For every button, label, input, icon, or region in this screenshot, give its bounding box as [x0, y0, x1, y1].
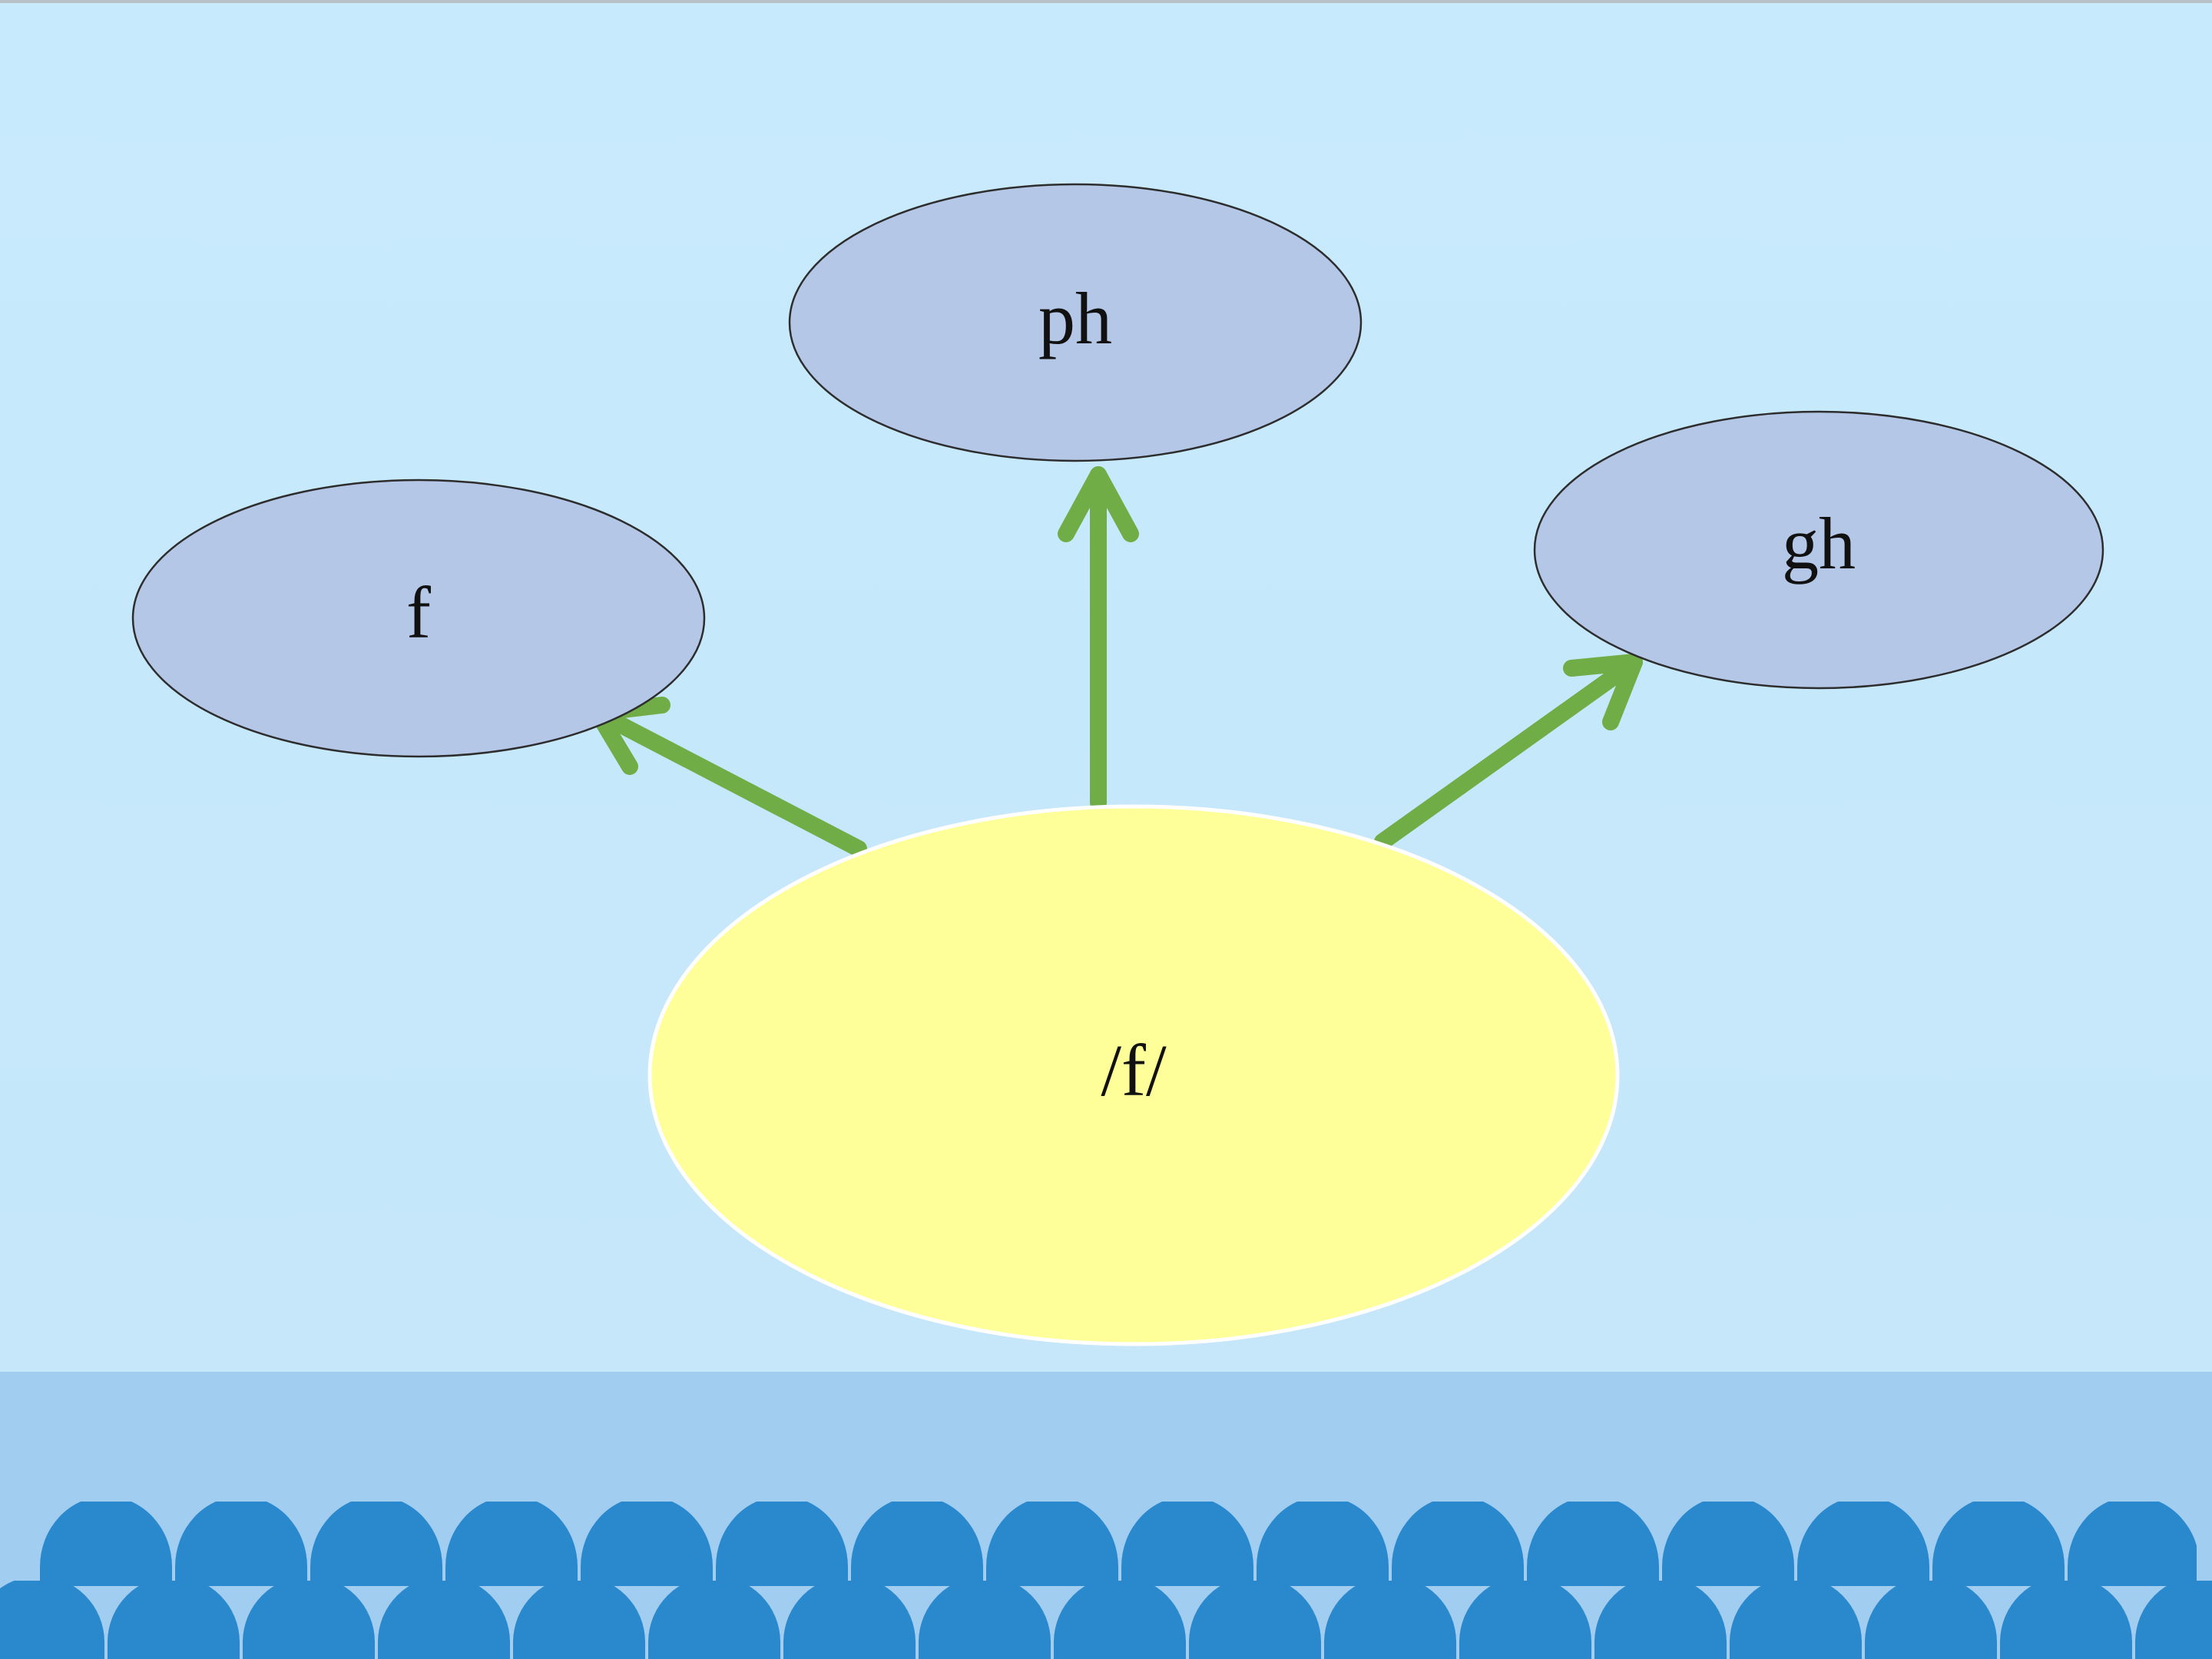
scallop-row-bottom	[0, 1581, 2212, 1659]
spelling-ellipse	[788, 183, 1363, 462]
spelling-ellipse	[1533, 410, 2104, 690]
scallop-row-top	[37, 1502, 2197, 1586]
footer-wave-decoration	[0, 1372, 2212, 1659]
spelling-node-gh: gh	[1533, 410, 2104, 690]
spelling-label: gh	[1782, 502, 1856, 584]
spelling-ellipse	[131, 478, 706, 758]
spelling-node-f: f	[131, 478, 706, 758]
phoneme-node: /f/	[647, 804, 1620, 1346]
top-border	[0, 0, 2212, 3]
spelling-label: ph	[1038, 277, 1112, 359]
spelling-label: f	[406, 571, 431, 654]
phoneme-ellipse	[647, 804, 1620, 1346]
spelling-node-ph: ph	[788, 183, 1363, 462]
arrow-to-gh	[1374, 654, 1643, 850]
arrows	[589, 466, 1643, 857]
arrow-to-f	[589, 697, 867, 857]
arrow-to-ph	[1058, 466, 1139, 811]
phoneme-label: /f/	[1101, 1029, 1167, 1111]
